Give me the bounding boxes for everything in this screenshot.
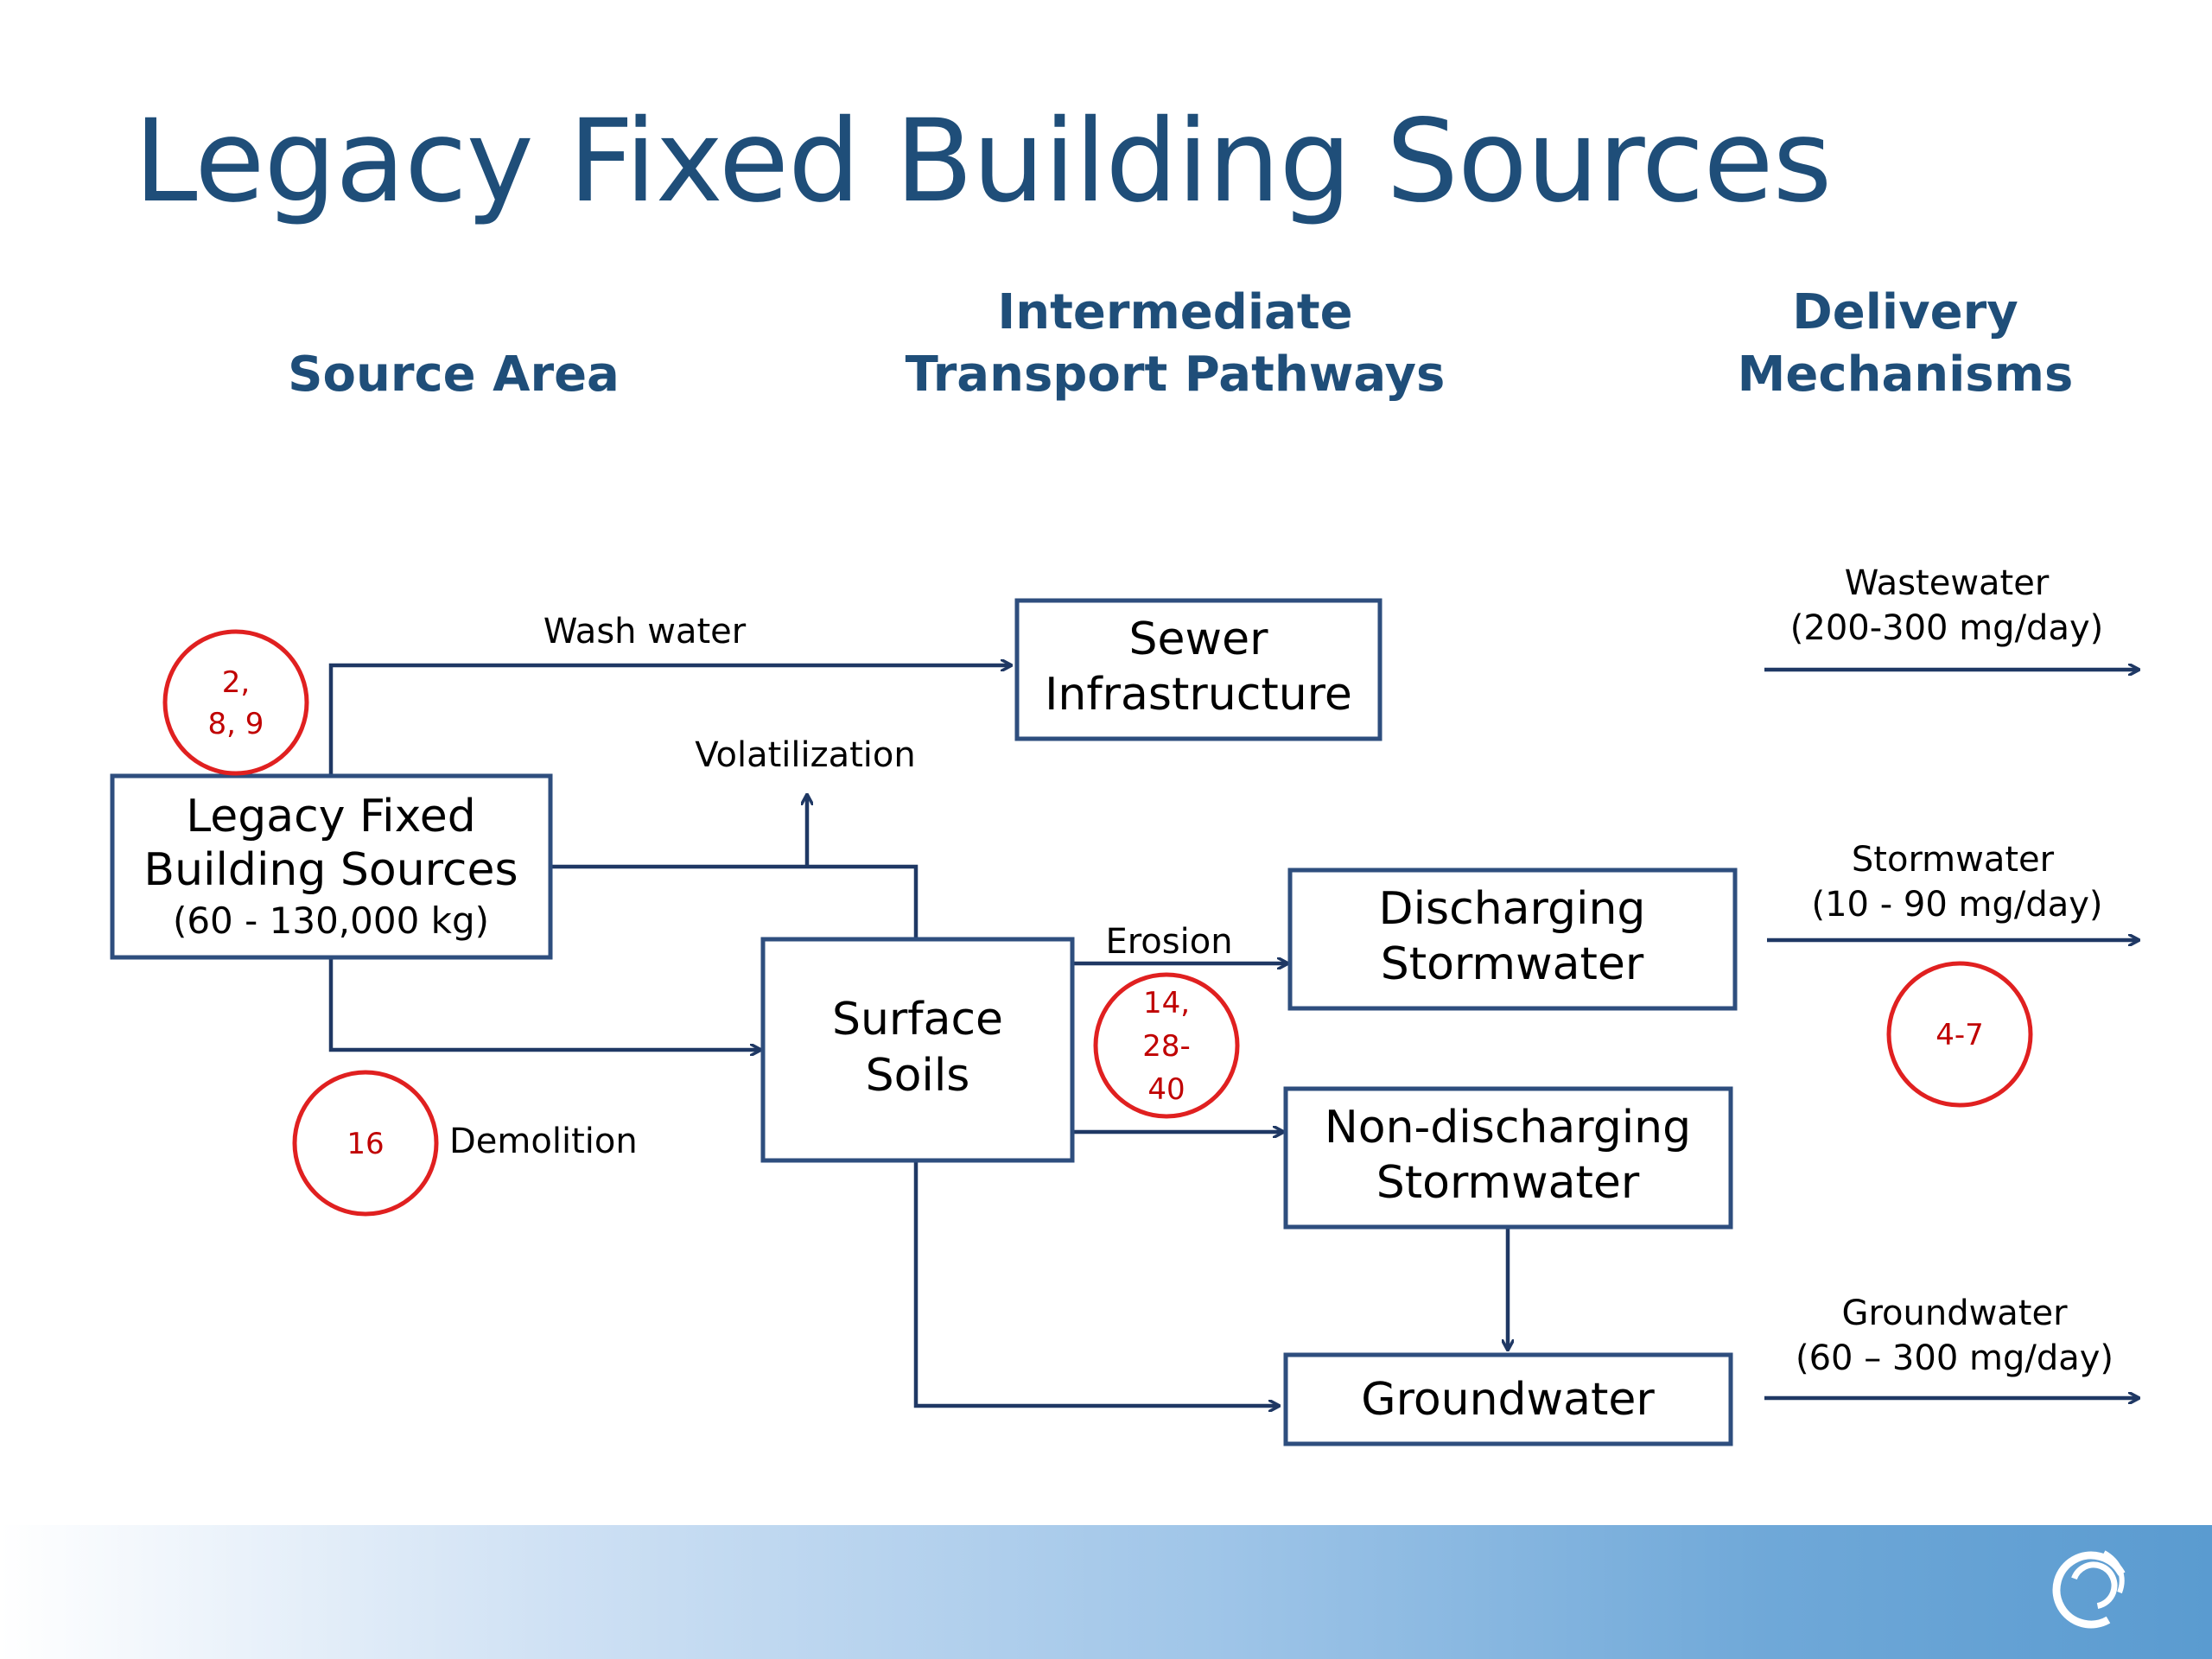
wastewater-delivery-rate: (200-300 mg/day) (1790, 608, 2103, 648)
soils-label-line2: Soils (866, 1050, 970, 1102)
demolition-arrow (328, 957, 760, 1050)
groundwater-label: Groundwater (1361, 1374, 1655, 1426)
reference-circle-demolition (292, 1070, 439, 1217)
reference-circle-source (162, 629, 309, 776)
header-source-area-label: Source Area (288, 346, 620, 403)
discharging-stormwater-box (1287, 868, 1738, 1011)
source-label-line1: Legacy Fixed (186, 791, 476, 842)
header-source-area: Source Area (259, 344, 648, 406)
nondischarging-stormwater-box (1283, 1086, 1733, 1230)
volatilization-label: Volatilization (695, 735, 916, 775)
legacy-source-box (110, 773, 553, 960)
source-label-line2: Building Sources (143, 844, 518, 896)
reference-stormwater: 4-7 (1936, 1018, 1984, 1052)
header-delivery-line1: Delivery (1792, 284, 2018, 340)
reference-erosion-line1: 14, (1143, 986, 1190, 1020)
stormwater-delivery-name: Stormwater (1852, 840, 2055, 880)
header-delivery-line2: Mechanisms (1737, 346, 2074, 403)
wastewater-delivery-name: Wastewater (1845, 563, 2050, 603)
wash-water-arrow (328, 665, 1011, 774)
groundwater-box (1283, 1352, 1733, 1446)
discharging-label-line1: Discharging (1379, 883, 1646, 935)
groundwater-delivery-rate: (60 – 300 mg/day) (1796, 1338, 2113, 1378)
reference-erosion-line3: 40 (1147, 1072, 1185, 1107)
header-delivery: Delivery Mechanisms (1711, 282, 2100, 406)
reference-circle-erosion (1093, 972, 1240, 1119)
header-intermediate: Intermediate Transport Pathways (890, 282, 1460, 406)
nondischarging-label-line1: Non-discharging (1325, 1102, 1691, 1154)
reference-circle-stormwater (1886, 961, 2033, 1108)
reference-demolition: 16 (346, 1127, 384, 1161)
demolition-label: Demolition (449, 1122, 638, 1161)
erosion-label: Erosion (1105, 922, 1232, 962)
slide-title: Legacy Fixed Building Sources (134, 95, 1832, 228)
source-to-soils-connector (550, 864, 918, 938)
nondischarging-label-line2: Stormwater (1376, 1157, 1640, 1209)
source-amount: (60 - 130,000 kg) (173, 899, 489, 942)
groundwater-delivery-name: Groundwater (1841, 1294, 2068, 1333)
swirl-logo-icon (2052, 1550, 2130, 1629)
sewer-label-line2: Infrastructure (1045, 669, 1352, 721)
footer-gradient-band (0, 1525, 2212, 1659)
soils-to-groundwater-arrow (913, 1160, 1279, 1406)
header-intermediate-line2: Transport Pathways (905, 346, 1446, 403)
reference-erosion-line2: 28- (1142, 1029, 1191, 1064)
surface-soils-box (760, 937, 1075, 1163)
reference-source-line2: 8, 9 (208, 707, 264, 741)
wash-water-label: Wash water (543, 612, 747, 652)
header-intermediate-line1: Intermediate (997, 284, 1353, 340)
sewer-infrastructure-box (1014, 598, 1382, 741)
reference-source-line1: 2, (222, 665, 250, 700)
discharging-label-line2: Stormwater (1381, 938, 1644, 990)
stormwater-delivery-rate: (10 - 90 mg/day) (1812, 885, 2103, 925)
sewer-label-line1: Sewer (1129, 613, 1269, 665)
soils-label-line1: Surface (832, 994, 1003, 1046)
